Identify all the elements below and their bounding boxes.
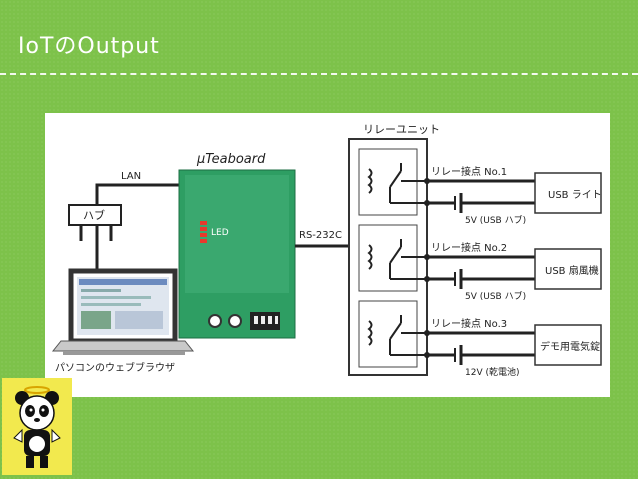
relay-2-contact: リレー接点 No.2 bbox=[431, 241, 507, 254]
teaboard: LED bbox=[178, 169, 296, 339]
hub-label: ハブ bbox=[83, 208, 105, 222]
relay-1-power: 5V (USB ハブ) bbox=[465, 214, 526, 226]
lan-cable bbox=[95, 183, 179, 205]
relay-3 bbox=[358, 300, 427, 368]
board-title: µTeaboard bbox=[196, 152, 266, 167]
relay-3-contact: リレー接点 No.3 bbox=[431, 317, 507, 330]
led-indicator bbox=[200, 233, 207, 237]
relay-3-power: 12V (乾電池) bbox=[465, 366, 520, 378]
device-3-box bbox=[534, 324, 602, 366]
relay-2-power: 5V (USB ハブ) bbox=[465, 290, 526, 302]
laptop-icon bbox=[51, 268, 195, 355]
relay-1-contact: リレー接点 No.1 bbox=[431, 165, 507, 178]
lan-label: LAN bbox=[121, 171, 141, 182]
relay-2 bbox=[358, 224, 427, 292]
terminal bbox=[424, 276, 430, 282]
title-divider bbox=[0, 73, 638, 75]
diagram-svg: LAN ハブ パソコンのウェブブラウザ bbox=[51, 123, 602, 378]
led-indicator bbox=[200, 221, 207, 225]
terminal bbox=[424, 330, 430, 336]
terminal bbox=[424, 200, 430, 206]
device-2-box bbox=[534, 248, 602, 290]
hub: ハブ bbox=[68, 204, 122, 241]
terminal bbox=[424, 254, 430, 260]
terminal bbox=[424, 352, 430, 358]
device-2-label: USB 扇風機 bbox=[545, 264, 599, 277]
slide-title: IoTのOutput bbox=[18, 34, 160, 59]
led-label: LED bbox=[211, 228, 229, 238]
relay-1 bbox=[358, 148, 427, 216]
relay-unit-label: リレーユニット bbox=[363, 123, 440, 136]
device-3-label: デモ用電気錠 bbox=[540, 340, 600, 353]
terminal bbox=[424, 178, 430, 184]
device-1-box bbox=[534, 172, 602, 214]
led-indicator bbox=[200, 227, 207, 231]
system-diagram: LAN ハブ パソコンのウェブブラウザ bbox=[45, 113, 610, 397]
panda-mascot-icon bbox=[2, 378, 72, 475]
device-1-label: USB ライト bbox=[548, 189, 602, 201]
led-indicator bbox=[200, 239, 207, 243]
pc-label: パソコンのウェブブラウザ bbox=[55, 361, 175, 374]
serial-label: RS-232C bbox=[299, 230, 342, 241]
